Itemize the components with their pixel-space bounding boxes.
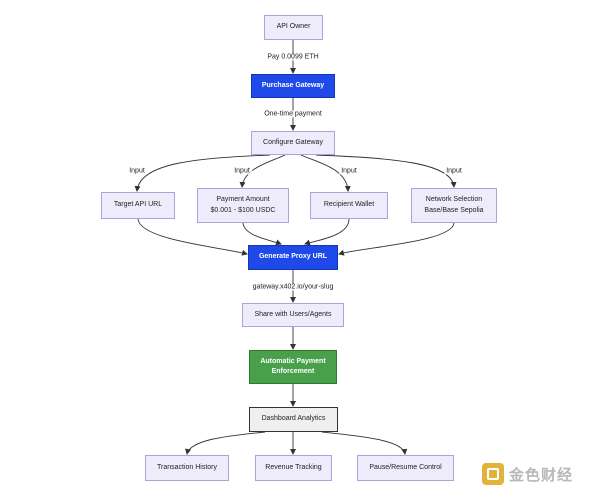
- node-configure-gateway-label: Configure Gateway: [263, 138, 323, 146]
- edge-label-gateway-url: gateway.x402.io/your-slug: [250, 283, 336, 291]
- node-configure-gateway: Configure Gateway: [251, 131, 335, 155]
- edge-configure-to-payment: [239, 154, 286, 188]
- edge-label-pay: Pay 0.0099 ETH: [265, 53, 321, 61]
- node-automatic-payment-enforcement: Automatic Payment Enforcement: [249, 350, 337, 384]
- node-generate-proxy-url-label: Generate Proxy URL: [258, 253, 328, 261]
- node-recipient-wallet: Recipient Wallet: [310, 192, 388, 219]
- node-purchase-gateway-label: Purchase Gateway: [261, 81, 325, 89]
- node-generate-proxy-url: Generate Proxy URL: [248, 245, 338, 270]
- edge-configure-to-network: [315, 154, 457, 188]
- node-network-selection: Network Selection Base/Base Sepolia: [411, 188, 497, 223]
- edge-label-input-target: Input: [127, 167, 147, 175]
- edge-wallet-to-proxy: [304, 218, 350, 246]
- node-revenue-tracking-label: Revenue Tracking: [265, 463, 322, 471]
- node-payment-amount-line1: Payment Amount: [216, 196, 270, 204]
- jinse-logo-icon: [482, 463, 504, 485]
- edge-label-input-network: Input: [444, 167, 464, 175]
- node-transaction-history-label: Transaction History: [156, 463, 218, 471]
- edge-configure-to-wallet: [300, 154, 351, 192]
- node-share-label: Share with Users/Agents: [254, 310, 332, 318]
- edge-label-input-wallet: Input: [339, 167, 359, 175]
- node-share: Share with Users/Agents: [242, 303, 344, 327]
- node-api-owner: API Owner: [264, 15, 323, 40]
- node-pause-resume-control: Pause/Resume Control: [357, 455, 454, 481]
- edge-network-to-proxy: [338, 222, 455, 256]
- edge-dashboard-to-transaction: [185, 431, 266, 455]
- node-auto-payment-line1: Automatic Payment: [260, 357, 326, 365]
- node-payment-amount-line2: $0.001 - $100 USDC: [210, 206, 276, 214]
- edge-label-one-time-payment: One-time payment: [262, 110, 324, 118]
- node-auto-payment-line2: Enforcement: [271, 368, 315, 375]
- node-dashboard-analytics-label: Dashboard Analytics: [261, 415, 326, 423]
- node-revenue-tracking: Revenue Tracking: [255, 455, 332, 481]
- node-target-api-url-label: Target API URL: [113, 201, 163, 209]
- node-target-api-url: Target API URL: [101, 192, 175, 219]
- edge-configure-to-target: [134, 154, 271, 192]
- edge-target-to-proxy: [137, 218, 248, 256]
- node-purchase-gateway: Purchase Gateway: [251, 74, 335, 98]
- node-api-owner-label: API Owner: [276, 23, 311, 31]
- node-pause-resume-control-label: Pause/Resume Control: [369, 463, 442, 471]
- watermark: 金色财经: [482, 463, 573, 485]
- node-transaction-history: Transaction History: [145, 455, 229, 481]
- node-network-selection-line1: Network Selection: [425, 196, 483, 204]
- edge-label-input-payment: Input: [232, 167, 252, 175]
- node-network-selection-line2: Base/Base Sepolia: [424, 206, 484, 214]
- node-recipient-wallet-label: Recipient Wallet: [323, 201, 375, 209]
- watermark-text: 金色财经: [509, 465, 574, 484]
- node-dashboard-analytics: Dashboard Analytics: [249, 407, 338, 432]
- edge-payment-to-proxy: [242, 222, 282, 246]
- node-payment-amount: Payment Amount $0.001 - $100 USDC: [197, 188, 289, 223]
- edge-dashboard-to-pause: [321, 431, 408, 455]
